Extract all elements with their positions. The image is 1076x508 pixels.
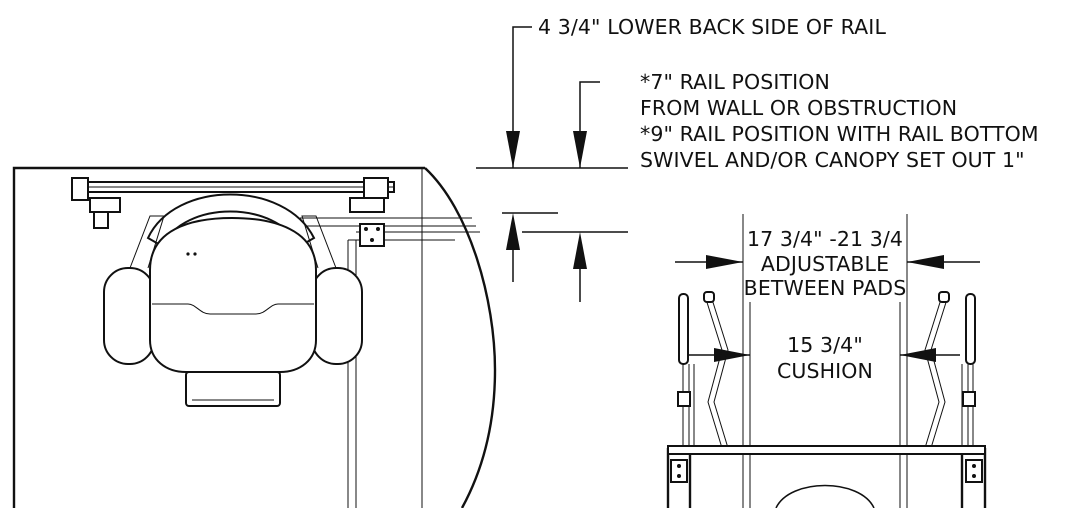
wall-outline bbox=[12, 166, 425, 508]
left-hinge-lower bbox=[93, 211, 109, 229]
left-hinge-bolt-1 bbox=[677, 464, 681, 468]
cushion-dim-line-2: CUSHION bbox=[777, 359, 873, 383]
cushion-dim-left-arrow bbox=[714, 348, 750, 362]
right-latch bbox=[962, 391, 976, 407]
down-arrow-right bbox=[573, 131, 587, 168]
rail-position-line-2: FROM WALL OR OBSTRUCTION bbox=[640, 96, 957, 120]
seat-dot-2 bbox=[193, 252, 197, 256]
up-arrow-left bbox=[506, 213, 520, 250]
backrest bbox=[146, 193, 316, 248]
left-hinge-plate bbox=[670, 459, 688, 483]
cushion-dim-line-1: 15 3/4" bbox=[787, 333, 863, 357]
left-arm-frame-a bbox=[704, 295, 723, 449]
top-view bbox=[12, 166, 497, 508]
lower-rail-label: 4 3/4" LOWER BACK SIDE OF RAIL bbox=[538, 15, 886, 39]
right-hinge-bolt-1 bbox=[972, 464, 976, 468]
pad-spacing-line-1: 17 3/4" -21 3/4 bbox=[747, 227, 903, 251]
pad-dim-right-arrow bbox=[907, 255, 944, 269]
rail-position-line-4: SWIVEL AND/OR CANOPY SET OUT 1" bbox=[640, 148, 1025, 172]
break-line bbox=[424, 167, 497, 508]
left-hinge bbox=[89, 197, 121, 213]
front-view: 17 3/4" -21 3/4 ADJUSTABLE BETWEEN PADS … bbox=[666, 214, 987, 508]
left-armrest-front bbox=[666, 291, 729, 508]
left-arm-knob bbox=[703, 291, 715, 303]
left-hinge-bolt-2 bbox=[677, 474, 681, 478]
right-hinge bbox=[349, 197, 385, 213]
bolt-1 bbox=[364, 227, 368, 231]
footplate bbox=[185, 371, 281, 407]
right-arm-support bbox=[301, 215, 337, 269]
rail-position-leader-line bbox=[579, 81, 600, 168]
left-armrest-pad bbox=[103, 267, 155, 365]
right-armrest-pad bbox=[311, 267, 363, 365]
right-armrest-front bbox=[924, 291, 987, 508]
left-arm-support bbox=[129, 215, 165, 269]
right-bracket bbox=[363, 177, 389, 199]
right-hinge-bolt-2 bbox=[972, 474, 976, 478]
bolt-3 bbox=[370, 238, 374, 242]
rail-carriage bbox=[359, 223, 385, 247]
rail-position-line-1: *7" RAIL POSITION bbox=[640, 70, 830, 94]
bolt-2 bbox=[376, 227, 380, 231]
right-arm-knob bbox=[938, 291, 950, 303]
right-arm-frame-a bbox=[930, 295, 949, 449]
pad-dim-left-arrow bbox=[706, 255, 743, 269]
pad-spacing-line-2: ADJUSTABLE bbox=[761, 252, 889, 276]
right-armrest-post bbox=[965, 293, 976, 365]
right-arm-frame-b bbox=[924, 295, 943, 449]
seat-contour bbox=[152, 303, 314, 315]
seat-dot-1 bbox=[186, 252, 190, 256]
rail-dimension-callouts: 4 3/4" LOWER BACK SIDE OF RAIL *7" RAIL … bbox=[476, 15, 1039, 302]
down-arrow-left bbox=[506, 131, 520, 168]
left-armrest-post bbox=[678, 293, 689, 365]
left-latch bbox=[677, 391, 691, 407]
left-bracket bbox=[71, 177, 89, 201]
seat-crossbar bbox=[667, 445, 986, 455]
rail-position-line-3: *9" RAIL POSITION WITH RAIL BOTTOM bbox=[640, 122, 1039, 146]
pad-spacing-line-3: BETWEEN PADS bbox=[744, 276, 907, 300]
base-disk bbox=[775, 484, 875, 508]
left-arm-frame-b bbox=[710, 295, 729, 449]
lower-rail-leader-line bbox=[512, 26, 532, 168]
seat-cushion bbox=[149, 216, 317, 373]
right-hinge-plate bbox=[965, 459, 983, 483]
up-arrow-right bbox=[573, 232, 587, 269]
